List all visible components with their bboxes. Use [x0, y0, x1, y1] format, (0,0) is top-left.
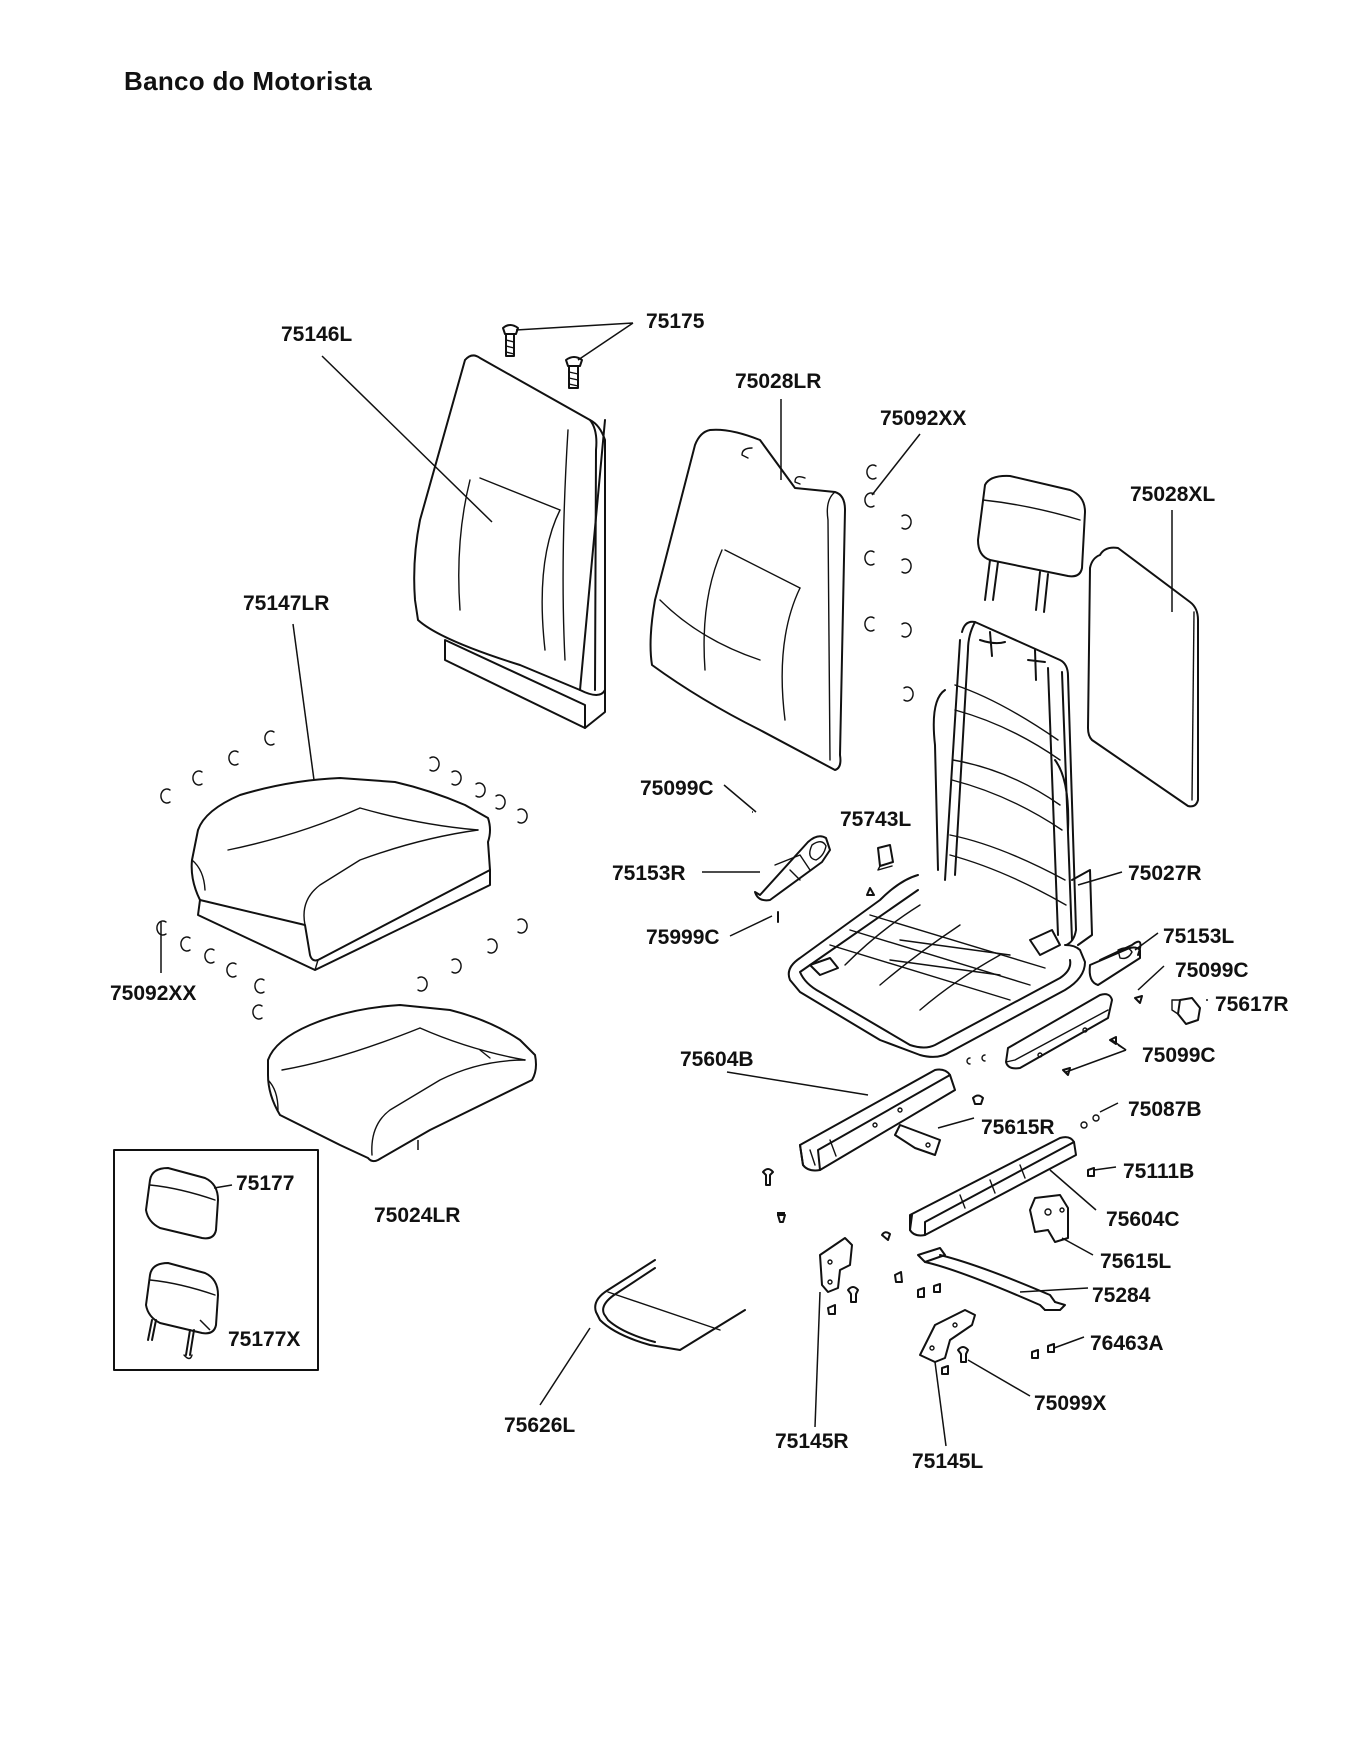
rail-75604C [909, 1136, 1077, 1237]
part-label-75626L: 75626L [504, 1414, 575, 1437]
rail-75604B [799, 1068, 956, 1172]
part-label-75153L: 75153L [1163, 925, 1234, 948]
part-label-75615L: 75615L [1100, 1250, 1171, 1273]
hog-rings-75092XX-top [864, 464, 914, 702]
part-label-75284: 75284 [1092, 1284, 1151, 1307]
part-label-75092XX-left: 75092XX [110, 982, 196, 1005]
screws-75099C [966, 995, 1143, 1076]
part-label-75099C-c: 75099C [1142, 1044, 1216, 1067]
bracket-75145L [919, 1309, 976, 1363]
headrest-assembly [977, 474, 1086, 613]
knob-75617R [1171, 997, 1201, 1025]
recliner-cover-75153R [754, 835, 831, 902]
screw-75099C-a [866, 887, 875, 896]
hog-rings-75092XX-left [156, 730, 528, 1020]
part-label-75743L: 75743L [840, 808, 911, 831]
seat-back-foam-75028LR [649, 428, 846, 771]
part-label-75175: 75175 [646, 310, 705, 333]
screw-75175 [502, 324, 583, 389]
part-label-75146L: 75146L [281, 323, 352, 346]
part-label-75145L: 75145L [912, 1450, 983, 1473]
seat-frame-75027R [787, 620, 1093, 1058]
part-label-75153R: 75153R [612, 862, 686, 885]
part-label-75028XL: 75028XL [1130, 483, 1215, 506]
part-label-75604B: 75604B [680, 1048, 754, 1071]
bracket-75145R [819, 1237, 853, 1293]
bar-75284 [917, 1247, 1066, 1311]
part-label-75099C-b: 75099C [1175, 959, 1249, 982]
part-label-75145R: 75145R [775, 1430, 849, 1453]
part-label-75092XX-top: 75092XX [880, 407, 966, 430]
part-label-75177: 75177 [236, 1172, 294, 1195]
part-label-75024LR: 75024LR [374, 1204, 460, 1227]
part-label-75615R: 75615R [981, 1116, 1055, 1139]
part-label-75177X: 75177X [228, 1328, 300, 1351]
part-label-75028LR: 75028LR [735, 370, 821, 393]
back-panel-75028XL [1087, 546, 1199, 808]
part-label-75617R: 75617R [1215, 993, 1289, 1016]
part-label-75099X: 75099X [1034, 1392, 1106, 1415]
seat-cushion-foam-75024LR [267, 1004, 537, 1163]
part-label-75147LR: 75147LR [243, 592, 329, 615]
part-label-75604C: 75604C [1106, 1208, 1180, 1231]
part-label-75099C-a: 75099C [640, 777, 714, 800]
part-label-76463A: 76463A [1090, 1332, 1164, 1355]
knob-75743L [877, 844, 894, 871]
fasteners [762, 1094, 1100, 1375]
part-label-75111B: 75111B [1123, 1160, 1194, 1183]
seat-back-cover-75146L [413, 354, 606, 729]
headrest-inset-box [113, 1149, 319, 1371]
part-label-75087B: 75087B [1128, 1098, 1202, 1121]
seat-cushion-cover-75147LR [190, 777, 491, 971]
wire-75626L [594, 1259, 746, 1351]
recliner-cover-75153L [1005, 940, 1142, 1070]
part-label-75027R: 75027R [1128, 862, 1202, 885]
leader-lines [160, 322, 1208, 1447]
bracket-75615L [1029, 1194, 1069, 1243]
page-title: Banco do Motorista [124, 66, 373, 96]
part-label-75999C: 75999C [646, 926, 720, 949]
part-labels: 75175 75146L 75028LR 75092XX 75028XL 751… [110, 310, 1289, 1473]
